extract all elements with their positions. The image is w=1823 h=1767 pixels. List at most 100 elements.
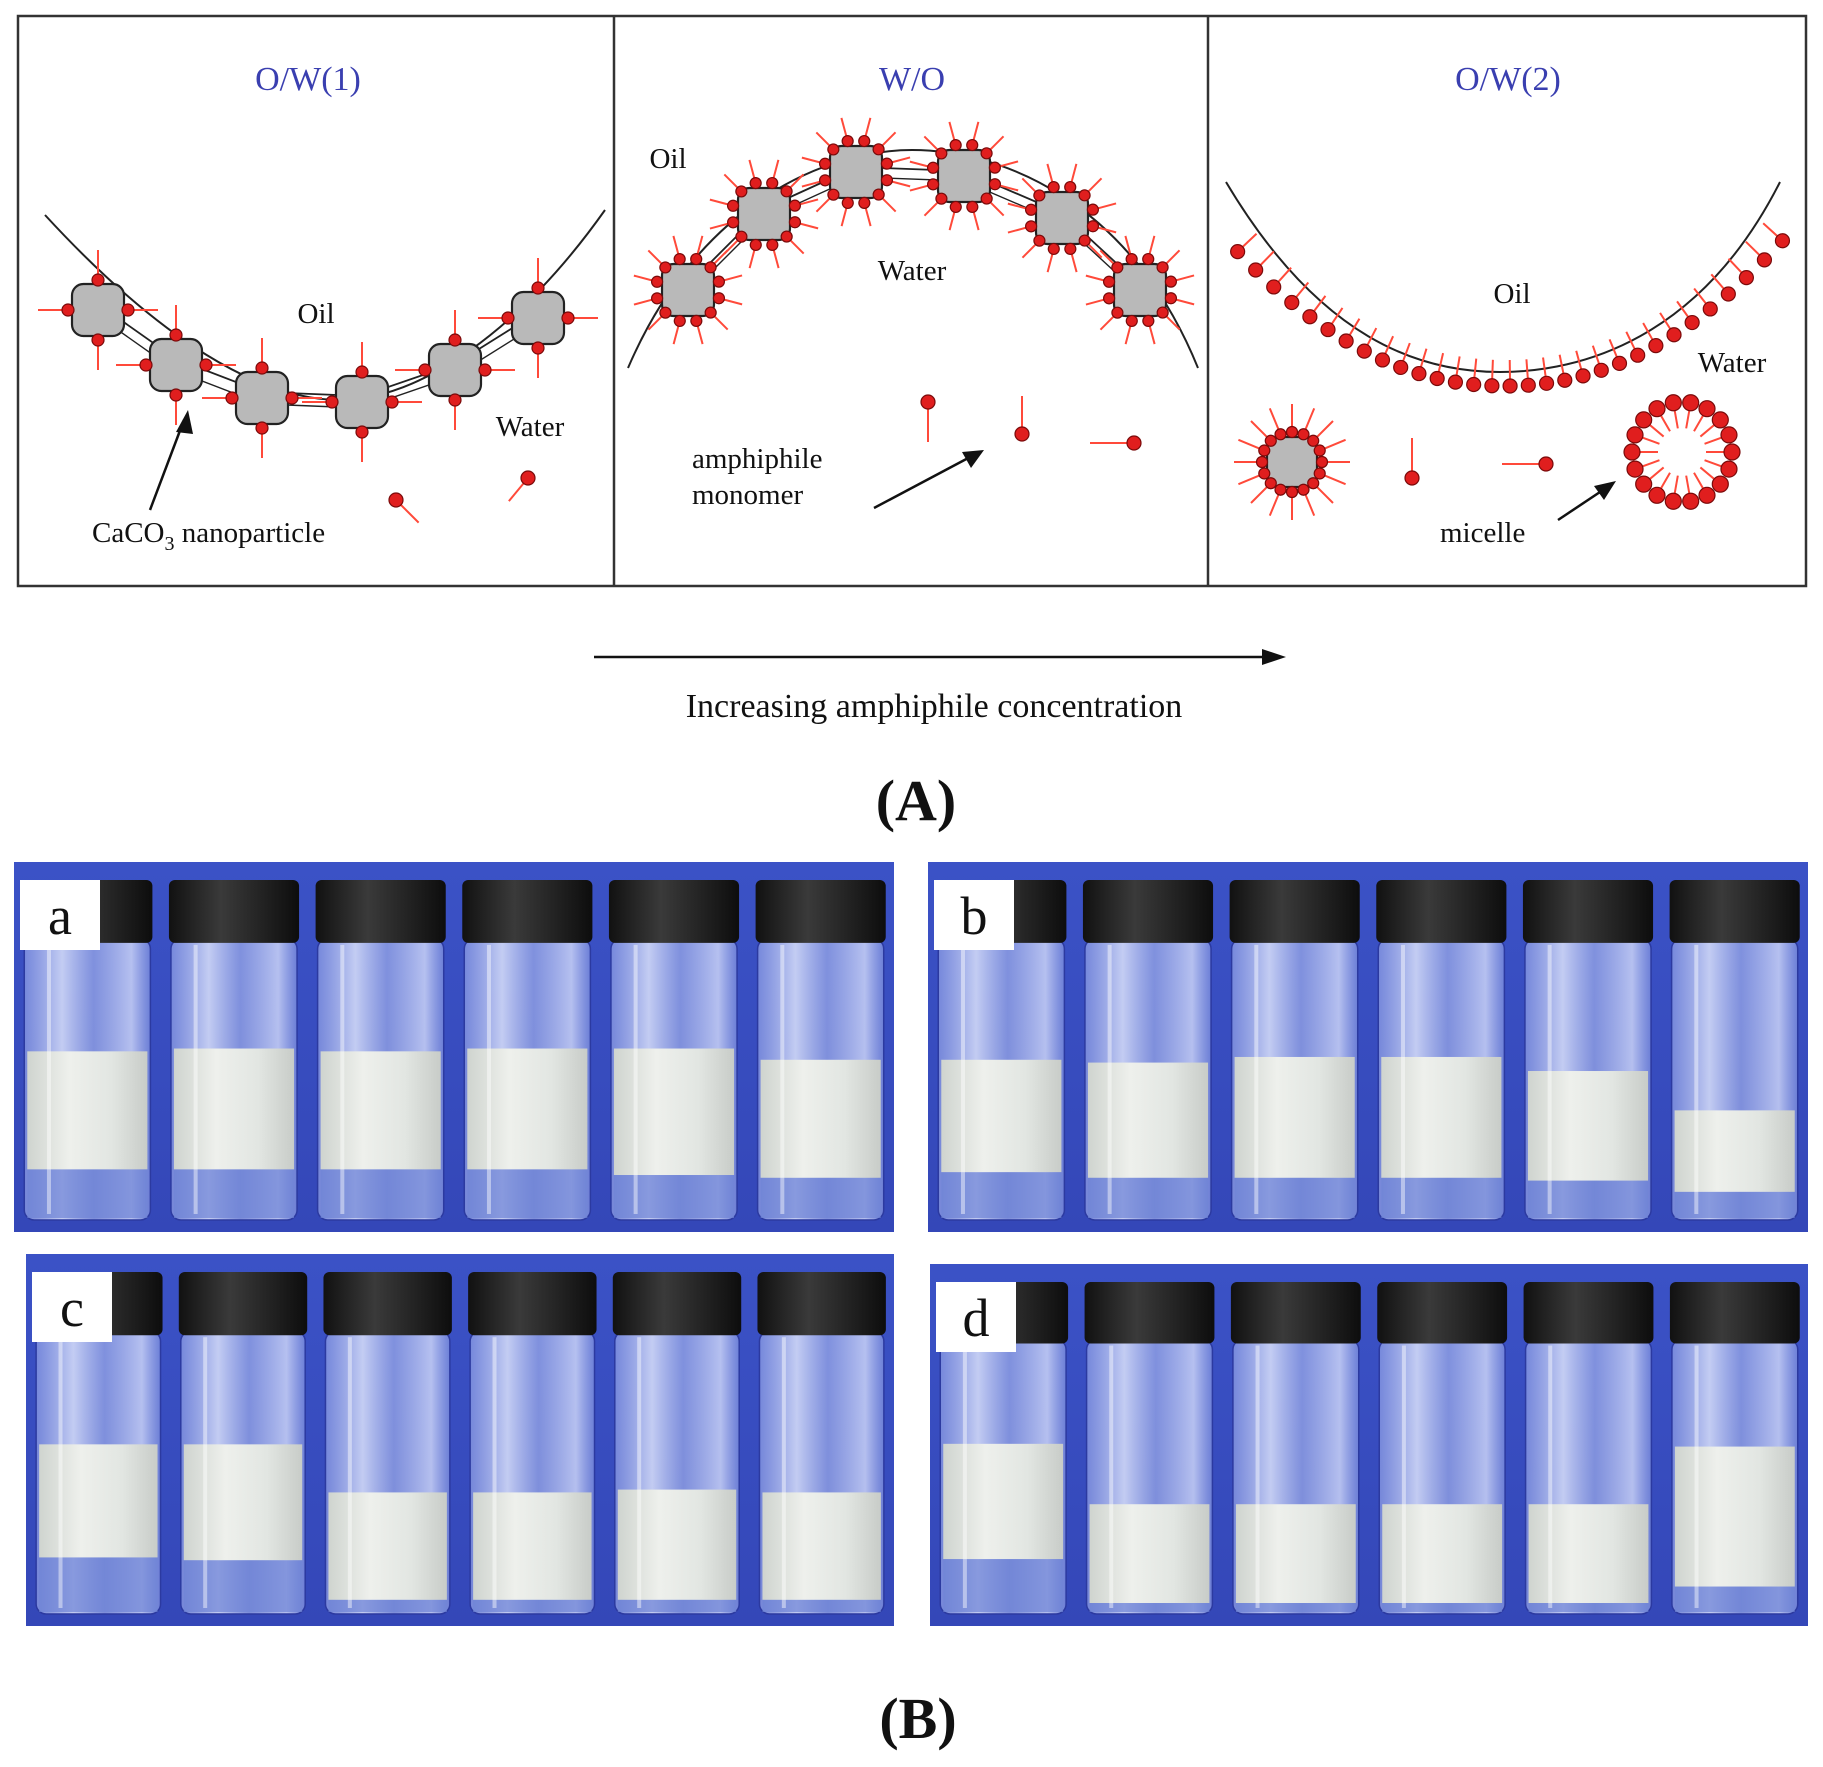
vial-cap [1376, 880, 1507, 943]
amphiphile-head [926, 161, 940, 174]
calcium-carbonate-particle [70, 282, 126, 338]
vial-cap [468, 1272, 597, 1336]
free-amphiphiles-ow2 [1404, 438, 1554, 486]
amphiphile-head [673, 314, 686, 328]
amphiphile-monolayer-ow2 [1230, 222, 1791, 394]
amphiphile [355, 425, 369, 462]
amphiphile [1693, 287, 1718, 317]
subpanel-label-box [32, 1272, 112, 1342]
amphiphile [1484, 359, 1500, 394]
amphiphile [1648, 400, 1671, 432]
vial-highlight [781, 1337, 786, 1608]
panel-title-ow1: O/W(1) [255, 61, 361, 98]
emulsion-layer [1234, 1056, 1355, 1178]
aqueous-layer [760, 1177, 881, 1218]
emulsion-layer [39, 1444, 158, 1558]
oil-label-wo: Oil [649, 143, 686, 175]
amphiphile-head [1338, 333, 1354, 349]
vial [755, 880, 886, 1221]
amphiphile-head [841, 135, 854, 148]
amphiphile [1693, 472, 1716, 504]
amphiphile [302, 395, 339, 409]
amphiphile-head [1664, 394, 1682, 412]
vial-highlight [637, 1337, 642, 1608]
amphiphile-head [255, 361, 269, 375]
emulsion-layer [613, 1048, 735, 1176]
vial-cap [1669, 1282, 1800, 1344]
amphiphile [988, 178, 1019, 192]
amphiphile [1315, 455, 1350, 469]
calcium-carbonate-particle [510, 290, 566, 346]
aqueous-layer [27, 1169, 148, 1218]
amphiphile [966, 200, 980, 231]
amphiphile-head [325, 395, 339, 409]
calcium-carbonate-particle [334, 374, 390, 430]
amphiphile [1635, 411, 1665, 438]
free-amphiphiles-wo [920, 394, 1142, 451]
amphiphile [1285, 404, 1299, 439]
amphiphile [1676, 300, 1700, 331]
amphiphile [1404, 438, 1420, 486]
amphiphile [748, 238, 762, 269]
vial [462, 880, 593, 1221]
vial [1523, 1282, 1654, 1615]
amphiphile-head [1266, 279, 1282, 295]
amphiphile-head [1125, 314, 1138, 328]
subpanel-label: a [48, 886, 72, 946]
amphiphile [1021, 177, 1046, 202]
amphiphile-head [501, 311, 515, 325]
vial-cap [1230, 1282, 1361, 1344]
amphiphile [1085, 274, 1116, 288]
amphiphile [1164, 292, 1195, 306]
amphiphile [116, 358, 153, 372]
amphiphile-head [651, 292, 664, 305]
amphiphile-head [988, 161, 1001, 174]
aqueous-layer [617, 1599, 737, 1612]
oil-label-ow2: Oil [1493, 278, 1530, 310]
amphiphile-head [1024, 203, 1038, 216]
amphiphile-head [1630, 347, 1646, 363]
amphiphile [801, 174, 832, 188]
amphiphile-head [1356, 343, 1372, 359]
amphiphile-head [355, 365, 369, 379]
amphiphile-head [1258, 444, 1271, 457]
amphiphile-head [1047, 181, 1060, 194]
amphiphile [872, 131, 897, 156]
aqueous-layer [183, 1560, 303, 1612]
amphiphile-head [858, 134, 871, 148]
subpanel-label-box [936, 1282, 1016, 1352]
vial-highlight [1547, 944, 1552, 1214]
amphiphile-head [225, 391, 239, 405]
vial-cap [612, 1272, 742, 1336]
amphiphile [448, 310, 462, 347]
interface-curve-ow2 [1225, 181, 1781, 374]
panel-mark-b: (B) [879, 1686, 956, 1751]
amphiphile-head [1664, 492, 1682, 510]
aqueous-layer [1674, 1191, 1795, 1218]
amphiphile [1085, 292, 1116, 306]
amphiphile [478, 311, 515, 325]
amphiphile-head [690, 252, 703, 266]
emulsion-layer [183, 1444, 303, 1561]
amphiphile-head [704, 261, 717, 274]
amphiphile [858, 117, 872, 148]
vial-highlight [1694, 944, 1699, 1214]
amphiphile-head [1264, 434, 1277, 447]
amphiphile-head [1264, 477, 1277, 490]
amphiphile [966, 121, 980, 152]
amphiphile-head [1111, 261, 1124, 274]
amphiphile [1099, 306, 1124, 331]
amphiphile [1021, 234, 1046, 259]
amphiphile-head [1626, 460, 1644, 478]
amphiphile [448, 393, 462, 430]
amphiphile-head [121, 303, 135, 317]
amphiphile-head [1626, 426, 1644, 444]
vial-highlight [1107, 944, 1112, 1214]
amphiphile [1124, 235, 1138, 266]
amphiphile [1575, 350, 1591, 384]
amphiphile [748, 159, 762, 190]
amphiphile-head [788, 199, 801, 212]
aqueous-layer [1089, 1603, 1210, 1612]
